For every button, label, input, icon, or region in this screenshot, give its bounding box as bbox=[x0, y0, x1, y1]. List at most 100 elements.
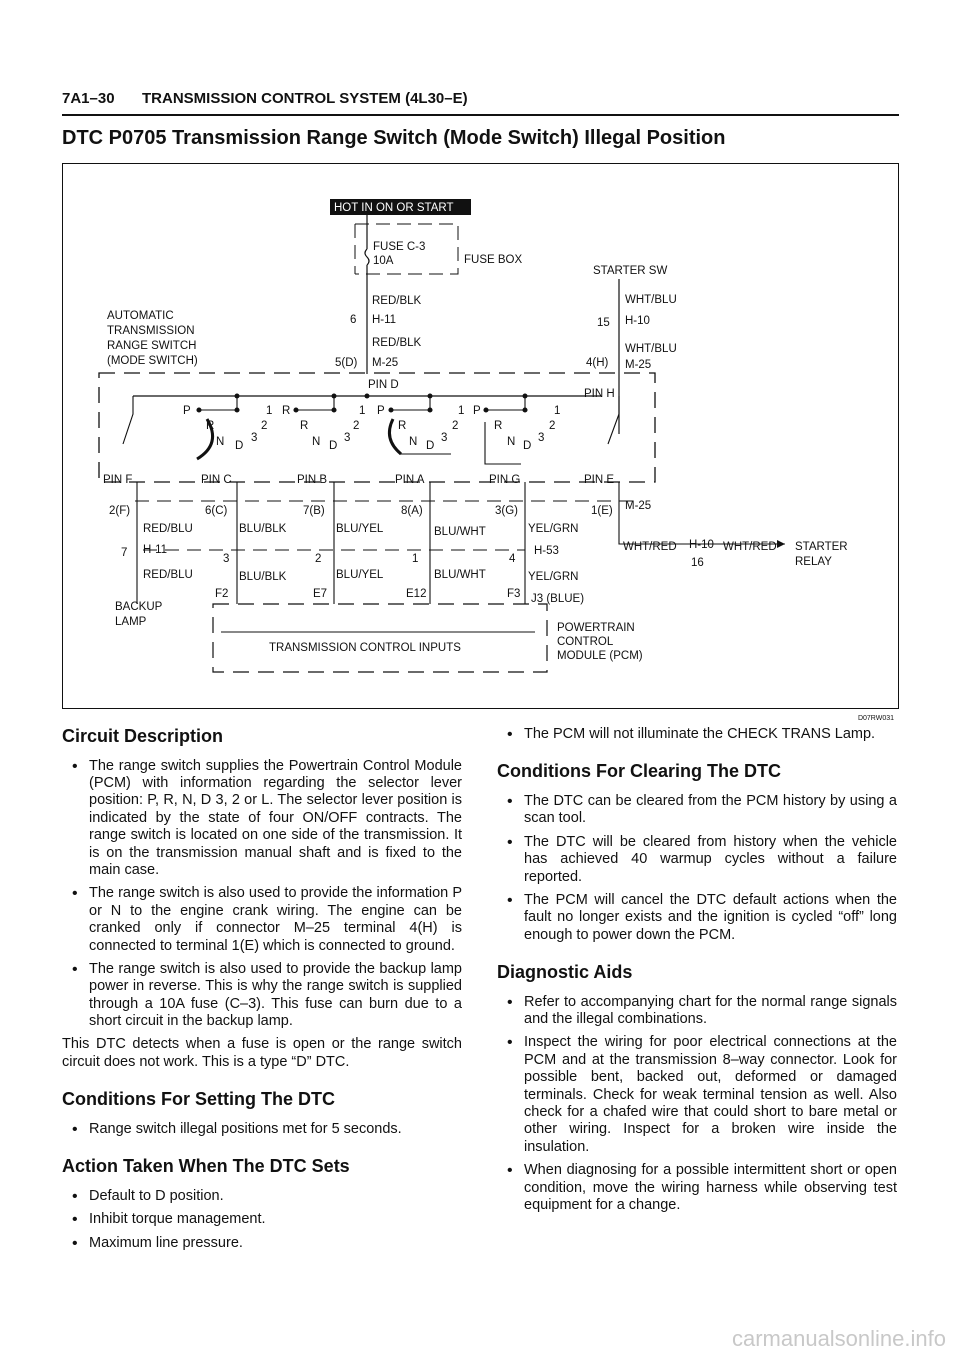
aids-list: Refer to accompanying chart for the norm… bbox=[497, 993, 897, 1215]
starter-relay-1: STARTER bbox=[795, 541, 848, 553]
g4-n: N bbox=[507, 436, 515, 448]
j3-label: J3 (BLUE) bbox=[531, 593, 584, 605]
g3-2: 2 bbox=[452, 420, 458, 432]
term-7b: 7(B) bbox=[303, 505, 325, 517]
g3-3: 3 bbox=[441, 432, 447, 444]
wire-yel-grn-1: YEL/GRN bbox=[528, 523, 579, 535]
switch-name-4: (MODE SWITCH) bbox=[107, 355, 198, 367]
g3-n: N bbox=[409, 436, 417, 448]
term-1e: 1(E) bbox=[591, 505, 613, 517]
g2-r: R bbox=[300, 420, 308, 432]
wire-red-blu-2: RED/BLU bbox=[143, 569, 193, 581]
page-title: DTC P0705 Transmission Range Switch (Mod… bbox=[62, 127, 726, 149]
g3-d: D bbox=[426, 440, 434, 452]
term-4h: 4(H) bbox=[586, 357, 609, 369]
g2-d: D bbox=[329, 440, 337, 452]
wire-blu-yel-1: BLU/YEL bbox=[336, 523, 384, 535]
wire-red-blu-1: RED/BLU bbox=[143, 523, 193, 535]
wiring-diagram: HOT IN ON OR START FUSE C-3 10A FUSE BOX… bbox=[62, 163, 899, 722]
g2-1: 1 bbox=[359, 405, 365, 417]
action-list: Default to D position. Inhibit torque ma… bbox=[62, 1187, 462, 1254]
pcm-label-3: MODULE (PCM) bbox=[557, 650, 643, 662]
list-item: The range switch is also used to provide… bbox=[62, 960, 462, 1031]
term-2f: 2(F) bbox=[109, 505, 130, 517]
wire-wht-blu-2: WHT/BLU bbox=[625, 343, 677, 355]
g1-d: D bbox=[235, 440, 243, 452]
conn-m25-right: M-25 bbox=[625, 359, 651, 371]
g1-1: 1 bbox=[266, 405, 272, 417]
g4-1: 1 bbox=[554, 405, 560, 417]
fuse-label-1: FUSE C-3 bbox=[373, 241, 425, 253]
starter-relay-2: RELAY bbox=[795, 556, 832, 568]
num-3: 3 bbox=[223, 553, 229, 565]
pin-d: PIN D bbox=[368, 379, 399, 391]
backup-lamp-1: BACKUP bbox=[115, 601, 163, 613]
num-4: 4 bbox=[509, 553, 516, 565]
list-item: The range switch supplies the Powertrain… bbox=[62, 757, 462, 880]
hot-label-box bbox=[330, 199, 471, 215]
pin-e: PIN E bbox=[584, 474, 614, 486]
wire-wht-red-1: WHT/RED bbox=[623, 541, 677, 553]
list-item: Maximum line pressure. bbox=[62, 1234, 462, 1254]
figure-id: D07RW031 bbox=[857, 715, 894, 722]
pcm-f3: F3 bbox=[507, 588, 520, 600]
num-16: 16 bbox=[691, 557, 704, 569]
section-title: TRANSMISSION CONTROL SYSTEM (4L30–E) bbox=[142, 90, 468, 107]
wiring-diagram-svg: HOT IN ON OR START FUSE C-3 10A FUSE BOX… bbox=[98, 199, 848, 673]
g1-3: 3 bbox=[251, 432, 257, 444]
backup-lamp-2: LAMP bbox=[115, 616, 147, 628]
wire-blu-wht-1: BLU/WHT bbox=[434, 526, 486, 538]
conn-h11-bottom: H-11 bbox=[143, 544, 167, 556]
num-1: 1 bbox=[412, 553, 418, 565]
g2-3: 3 bbox=[344, 432, 350, 444]
pin-b: PIN B bbox=[297, 474, 327, 486]
contact-group-a bbox=[387, 396, 451, 456]
page-number: 7A1–30 bbox=[62, 90, 115, 107]
fuse-label-2: 10A bbox=[373, 255, 394, 267]
pin-g: PIN G bbox=[489, 474, 520, 486]
g1-p: P bbox=[183, 405, 191, 417]
range-switch-outline bbox=[98, 372, 656, 483]
num-6: 6 bbox=[350, 314, 356, 326]
g4-d: D bbox=[523, 440, 531, 452]
term-3g: 3(G) bbox=[495, 505, 518, 517]
list-item: Inspect the wiring for poor electrical c… bbox=[497, 1033, 897, 1156]
list-item: The PCM will cancel the DTC default acti… bbox=[497, 891, 897, 944]
term-5d: 5(D) bbox=[335, 357, 358, 369]
g3-p: P bbox=[377, 405, 385, 417]
contact-group-b bbox=[293, 396, 337, 413]
tci-label: TRANSMISSION CONTROL INPUTS bbox=[269, 642, 461, 654]
conn-h11: H-11 bbox=[372, 314, 396, 326]
wire-blu-wht-2: BLU/WHT bbox=[434, 569, 486, 581]
signal-wires bbox=[136, 482, 785, 604]
bus-junctions bbox=[234, 393, 528, 399]
g3-1: 1 bbox=[458, 405, 464, 417]
pcm-outline bbox=[212, 603, 548, 673]
relay-arrow bbox=[777, 540, 785, 548]
conn-h10-top: H-10 bbox=[625, 315, 650, 327]
pin-f: PIN F bbox=[103, 474, 132, 486]
pin-c: PIN C bbox=[201, 474, 232, 486]
list-item: Inhibit torque management. bbox=[62, 1210, 462, 1230]
list-item: When diagnosing for a possible intermitt… bbox=[497, 1161, 897, 1214]
g2-r0: R bbox=[282, 405, 290, 417]
conn-h53: H-53 bbox=[534, 545, 559, 557]
hot-label: HOT IN ON OR START bbox=[334, 202, 453, 214]
list-item: Default to D position. bbox=[62, 1187, 462, 1207]
conn-m25-bottom: M-25 bbox=[625, 500, 651, 512]
circuit-note: This DTC detects when a fuse is open or … bbox=[62, 1036, 462, 1070]
clearing-list: The DTC can be cleared from the PCM hist… bbox=[497, 792, 897, 944]
g1-n: N bbox=[216, 436, 224, 448]
list-item: The DTC will be cleared from history whe… bbox=[497, 833, 897, 886]
list-item: The DTC can be cleared from the PCM hist… bbox=[497, 792, 897, 828]
right-column: The PCM will not illuminate the CHECK TR… bbox=[497, 725, 897, 1220]
pin-h: PIN H bbox=[584, 388, 615, 400]
setting-list: Range switch illegal positions met for 5… bbox=[62, 1120, 462, 1140]
list-item: Range switch illegal positions met for 5… bbox=[62, 1120, 462, 1140]
list-item: Refer to accompanying chart for the norm… bbox=[497, 993, 897, 1029]
g2-2: 2 bbox=[353, 420, 359, 432]
list-item: The range switch is also used to provide… bbox=[62, 884, 462, 955]
action-list-cont: The PCM will not illuminate the CHECK TR… bbox=[497, 725, 897, 745]
wire-red-blk-2: RED/BLK bbox=[372, 337, 422, 349]
switch-name-3: RANGE SWITCH bbox=[107, 340, 196, 352]
